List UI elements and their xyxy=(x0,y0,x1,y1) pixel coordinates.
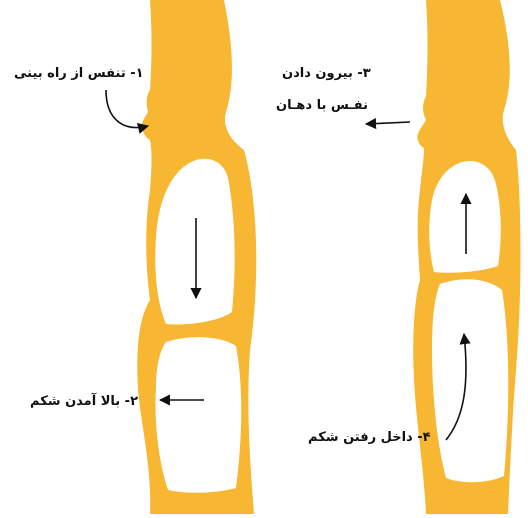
nose-inhale-arrow xyxy=(106,90,148,128)
right-abdomen-cavity xyxy=(432,279,508,482)
label-mouth-exhale-line1: ۳- بیرون دادن xyxy=(282,66,371,81)
left-abdomen-cavity xyxy=(156,337,242,493)
label-nose-inhale: ۱- تنفس از راه بینی xyxy=(14,66,144,81)
label-abdomen-in: ۴- داخل رفتن شکم xyxy=(308,430,431,445)
label-abdomen-rise: ۲- بالا آمدن شکم xyxy=(30,394,138,409)
mouth-exhale-arrow xyxy=(366,122,410,124)
label-mouth-exhale-line2: نفـس با دهـان xyxy=(276,98,368,113)
